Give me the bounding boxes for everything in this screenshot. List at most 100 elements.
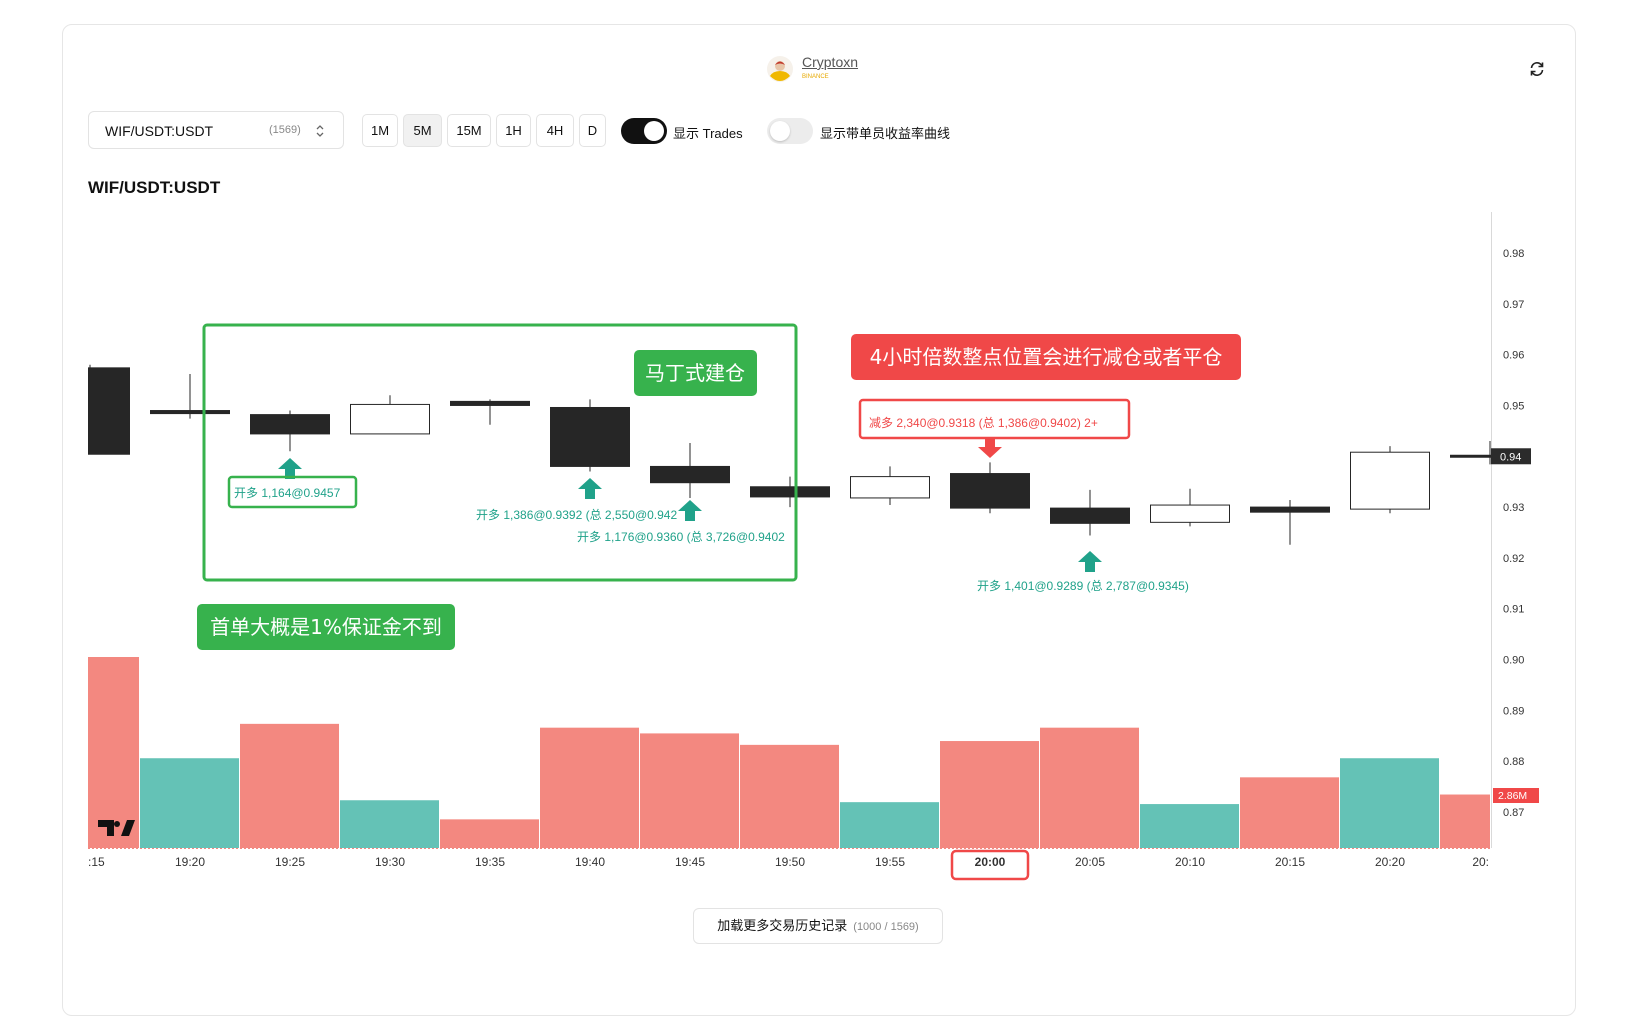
candle[interactable] — [850, 466, 930, 506]
time-tick-label: 19:50 — [775, 855, 805, 869]
time-tick-label: 19:35 — [475, 855, 505, 869]
timeframe-1m-button[interactable]: 1M — [362, 114, 398, 147]
volume-bar — [88, 657, 139, 848]
volume-bar — [840, 802, 939, 848]
volume-bar — [740, 744, 839, 848]
chevron-updown-icon — [316, 125, 324, 137]
candle[interactable] — [650, 443, 730, 498]
volume-bar — [640, 733, 739, 848]
candle[interactable] — [1350, 446, 1430, 514]
candle-body — [850, 476, 930, 499]
candle-body — [88, 367, 130, 455]
candle-body — [150, 410, 230, 415]
candle-body — [550, 406, 630, 467]
candle[interactable] — [150, 373, 230, 419]
symbol-select[interactable]: WIF/USDT:USDT (1569) — [88, 111, 344, 149]
annotation-badge — [634, 350, 757, 396]
refresh-icon[interactable] — [1528, 60, 1546, 78]
tradingview-logo-icon[interactable] — [98, 820, 135, 836]
trade-label: 减多 2,340@0.9318 (总 1,386@0.9402) 2+ — [869, 416, 1098, 430]
volume-bar — [1340, 758, 1439, 848]
candle-body — [250, 414, 330, 435]
brand-sub: BINANCE — [802, 74, 829, 80]
trade-label: 开多 1,386@0.9392 (总 2,550@0.942 — [476, 508, 677, 522]
candle-body — [1350, 451, 1430, 510]
candle-body — [1050, 507, 1130, 524]
volume-bar — [440, 819, 539, 848]
volume-bar — [940, 741, 1039, 848]
brand-name[interactable]: Cryptoxn — [802, 54, 859, 70]
candle[interactable] — [1450, 441, 1530, 465]
price-tick-label: 0.91 — [1503, 604, 1524, 616]
show-trades-label: 显示 Trades — [673, 126, 743, 141]
volume-bar — [240, 723, 339, 848]
volume-label: 2.86M — [1498, 790, 1527, 802]
symbol-name: WIF/USDT:USDT — [105, 123, 214, 139]
load-more-button[interactable]: 加载更多交易历史记录(1000 / 1569) — [693, 908, 943, 944]
price-tick-label: 0.96 — [1503, 350, 1524, 362]
time-tick-label: 19:20 — [175, 855, 205, 869]
timeframe-15m-button[interactable]: 15M — [447, 114, 491, 147]
candle-body — [950, 473, 1030, 509]
time-tick-label: 19:25 — [275, 855, 305, 869]
volume-label-box — [1493, 788, 1539, 803]
time-tick-label: 20:20 — [1375, 855, 1405, 869]
candle-body — [1150, 504, 1230, 523]
trade-highlight-box — [227, 475, 358, 509]
main-card — [62, 24, 1576, 1016]
candle[interactable] — [1150, 488, 1230, 527]
buy-arrow-icon — [1078, 551, 1102, 572]
time-tick-label: 20: — [1472, 855, 1489, 869]
candle-body — [450, 400, 530, 406]
timeframe-4h-button[interactable]: 4H — [536, 114, 574, 147]
last-price-box — [1491, 448, 1531, 465]
annotation-text: 首单大概是1%保证金不到 — [210, 615, 442, 639]
volume-bar — [140, 758, 239, 848]
annotation-text: 4小时倍数整点位置会进行减仓或者平仓 — [870, 345, 1223, 369]
candle[interactable] — [250, 410, 330, 452]
buy-arrow-icon — [278, 458, 302, 479]
volume-bar — [540, 727, 639, 848]
time-tick-label: 19:45 — [675, 855, 705, 869]
candle-body — [1450, 454, 1491, 458]
time-tick-label: :15 — [88, 855, 105, 869]
candlestick-chart[interactable]: 0.980.970.960.950.940.930.920.910.900.89… — [0, 0, 1639, 979]
candle-body — [650, 465, 730, 484]
candle[interactable] — [750, 476, 830, 508]
price-tick-label: 0.97 — [1503, 299, 1524, 311]
candle[interactable] — [950, 462, 1030, 514]
timeframe-d-button[interactable]: D — [579, 114, 606, 147]
price-tick-label: 0.88 — [1503, 756, 1524, 768]
trade-label: 开多 1,164@0.9457 — [234, 486, 341, 500]
time-highlight-box — [950, 849, 1030, 881]
buy-arrow-icon — [578, 478, 602, 499]
brand-avatar — [767, 56, 793, 82]
avatar-icon — [767, 56, 793, 82]
volume-bar — [1240, 777, 1339, 848]
show-curve-toggle[interactable] — [767, 118, 813, 144]
show-curve-label: 显示带单员收益率曲线 — [820, 126, 951, 141]
candle[interactable] — [450, 399, 530, 425]
price-tick-label: 0.98 — [1503, 248, 1524, 260]
price-tick-label: 0.90 — [1503, 655, 1524, 667]
timeframe-1h-button[interactable]: 1H — [496, 114, 531, 147]
price-tick-label: 0.95 — [1503, 400, 1524, 412]
candle[interactable] — [1050, 489, 1130, 536]
timeframe-5m-button[interactable]: 5M — [403, 114, 442, 147]
candle[interactable] — [550, 399, 630, 472]
candle[interactable] — [1250, 499, 1330, 545]
symbol-count: (1569) — [269, 124, 301, 136]
candle-body — [750, 486, 830, 498]
time-tick-label: 19:30 — [375, 855, 405, 869]
price-tick-label: 0.92 — [1503, 553, 1524, 565]
candle[interactable] — [350, 395, 430, 435]
candle[interactable] — [51, 364, 130, 455]
sell-arrow-icon — [978, 437, 1002, 458]
time-tick-label: 20:15 — [1275, 855, 1305, 869]
show-trades-toggle[interactable] — [621, 118, 667, 144]
price-tick-label: 0.87 — [1503, 807, 1524, 819]
time-tick-label: 19:55 — [875, 855, 905, 869]
chart-title: WIF/USDT:USDT — [88, 178, 221, 197]
volume-bar — [1440, 794, 1490, 848]
trade-label: 开多 1,176@0.9360 (总 3,726@0.9402 — [577, 530, 785, 544]
